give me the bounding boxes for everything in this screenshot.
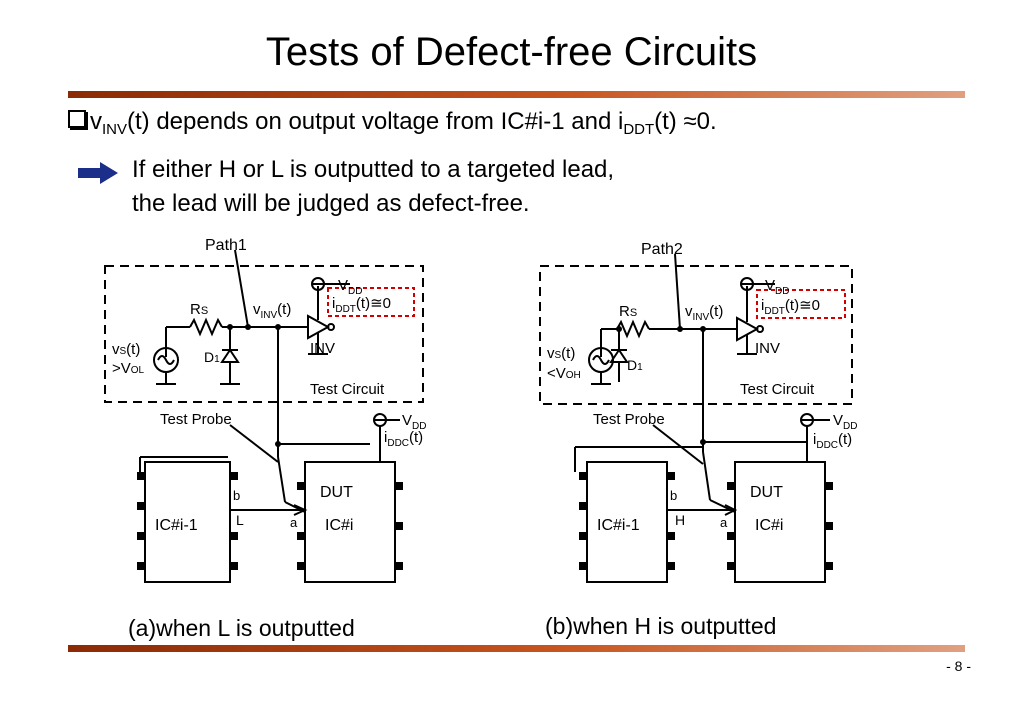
caption-b: (b)when H is outputted [545,613,777,639]
svg-text:iDDC(t): iDDC(t) [813,431,852,451]
svg-text:L: L [236,512,244,528]
svg-text:Test Probe: Test Probe [593,411,665,428]
sub-point: If either H or L is outputted to a targe… [132,156,615,217]
svg-text:RS: RS [619,303,637,320]
svg-text:D1: D1 [627,357,643,373]
svg-text:IC#i-1: IC#i-1 [597,517,640,534]
svg-text:b: b [233,488,240,503]
title-divider [68,91,965,98]
svg-text:VDD: VDD [338,277,362,297]
svg-text:VDD: VDD [765,277,789,297]
svg-text:iDDC(t): iDDC(t) [384,429,423,449]
right-arrow-icon [78,162,118,184]
svg-text:IC#i: IC#i [755,517,783,534]
svg-text:vS(t): vS(t) [547,345,575,362]
svg-text:VDD: VDD [402,412,426,432]
svg-text:VDD: VDD [833,412,857,432]
svg-text:a: a [290,515,298,530]
svg-text:Test Circuit: Test Circuit [740,381,815,398]
iddt-highlight-box [756,289,846,319]
svg-text:Test Circuit: Test Circuit [310,381,385,398]
diagram-a: Path1 VDD iDDT(t)≅0 RS vINV(t) INV vS(t)… [104,237,426,583]
caption-a: (a)when L is outputted [128,615,355,641]
svg-text:RS: RS [190,301,208,318]
diagram-b: Path2 VDD iDDT(t)≅0 RS vINV(t) INV vS(t)… [539,241,857,583]
checkbox-bullet-icon [68,110,86,128]
svg-text:Test Probe: Test Probe [160,411,232,428]
path-label: Path1 [205,237,247,254]
svg-text:<VOH: <VOH [547,365,581,382]
vinv-label: vINV(t) [253,301,291,321]
footer-divider [68,645,965,652]
svg-text:IC#i-1: IC#i-1 [155,517,198,534]
svg-text:DUT: DUT [750,484,783,501]
svg-text:INV: INV [310,340,335,357]
path-label: Path2 [641,241,683,258]
main-bullet: vINV(t) depends on output voltage from I… [68,108,717,137]
svg-text:H: H [675,512,685,528]
iddt-label: iDDT(t)≅0 [761,297,820,317]
iddt-highlight-box [327,287,415,317]
svg-text:vS(t): vS(t) [112,341,140,358]
svg-text:INV: INV [755,340,780,357]
svg-text:DUT: DUT [320,484,353,501]
slide-title: Tests of Defect-free Circuits [265,30,758,74]
svg-text:>VOL: >VOL [112,360,145,377]
page-number: - 8 - [946,658,971,674]
svg-text:b: b [670,488,677,503]
iddt-label: iDDT(t)≅0 [332,295,391,315]
vinv-label: vINV(t) [685,303,723,323]
svg-text:D1: D1 [204,349,220,365]
svg-text:IC#i: IC#i [325,517,353,534]
svg-text:a: a [720,515,728,530]
